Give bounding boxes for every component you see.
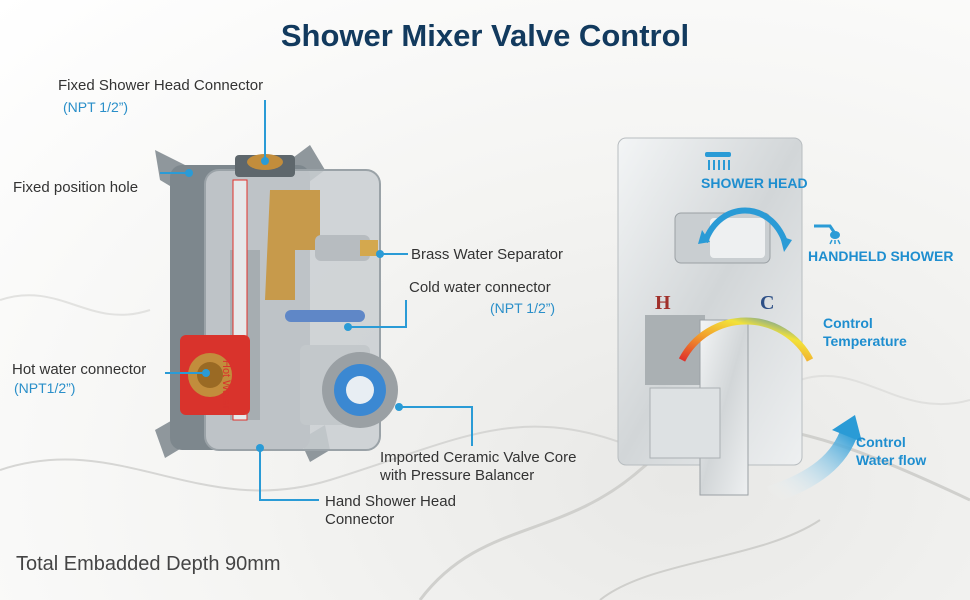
leader-line [165,372,205,374]
cold-connector-npt: (NPT 1/2”) [490,300,556,316]
control-flow-label-2: Water flow [856,452,927,468]
shower-head-icon [705,152,731,170]
hot-water-tag: Hot Water [220,360,232,410]
valve-body-illustration [155,145,398,462]
depth-note: Total Embadded Depth 90mm [16,553,281,575]
leader-line [380,253,408,255]
leader-line [259,447,261,501]
page-title: Shower Mixer Valve Control [280,18,690,53]
trim-plate-illustration [617,137,862,504]
leader-line [405,300,407,328]
leader-dot [185,169,193,177]
cold-connector-label: Cold water connector [409,279,551,296]
handheld-shower-label: HANDHELD SHOWER [808,248,954,264]
leader-line [160,172,188,174]
leader-line [264,100,266,160]
fixed-position-hole-label: Fixed position hole [13,179,139,196]
leader-dot [202,369,210,377]
ceramic-core-label-1: Imported Ceramic Valve Core [380,449,577,466]
leader-dot [395,403,403,411]
hand-shower-label-2: Connector [325,511,395,528]
leader-dot [256,444,264,452]
control-temperature-label-1: Control [823,315,873,331]
hot-connector-label: Hot water connector [12,361,147,378]
leader-line [471,406,473,446]
leader-dot [344,323,352,331]
ceramic-core-label-2: with Pressure Balancer [380,467,535,484]
fixed-shower-head-label: Fixed Shower Head Connector [58,77,264,94]
leader-line [259,499,319,501]
leader-line [400,406,472,408]
hand-shower-label-1: Hand Shower Head [325,493,456,510]
hot-letter: H [655,292,671,314]
handheld-shower-icon [814,224,841,245]
cold-letter: C [760,292,775,314]
control-flow-label-1: Control [856,434,906,450]
shower-head-label: SHOWER HEAD [701,175,808,191]
hot-connector-npt: (NPT1/2”) [14,380,76,396]
leader-dot [376,250,384,258]
brass-separator-label: Brass Water Separator [411,246,563,263]
control-temperature-label-2: Temperature [823,333,907,349]
fixed-shower-head-npt: (NPT 1/2”) [63,99,129,115]
leader-dot [261,157,269,165]
leader-line [348,326,407,328]
